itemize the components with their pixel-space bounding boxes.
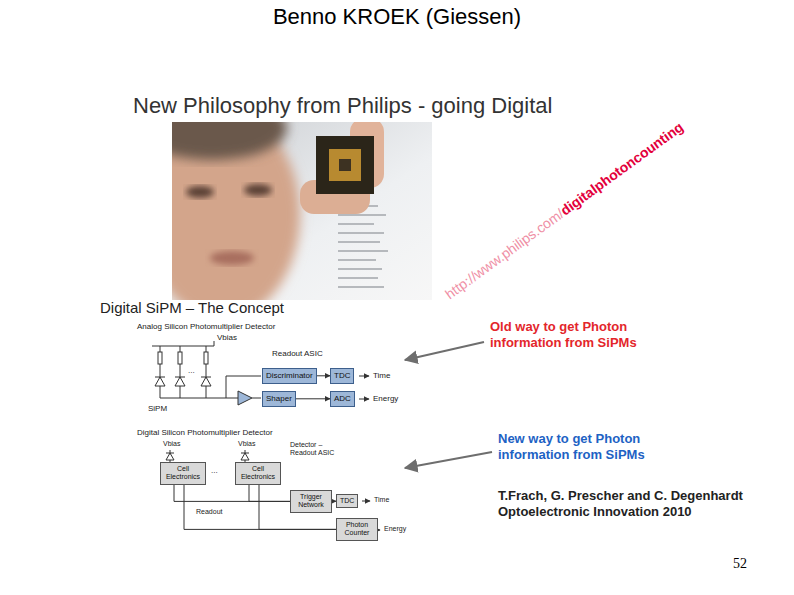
output-arrow xyxy=(359,399,369,400)
diode-symbol xyxy=(155,377,165,386)
ellipsis: ... xyxy=(211,466,218,476)
box-text: Cell Electronics xyxy=(164,465,202,482)
resistor-symbol xyxy=(178,352,182,364)
output-arrow xyxy=(362,501,370,502)
diode-symbol xyxy=(166,453,174,460)
connector xyxy=(249,485,290,502)
diode-bar xyxy=(166,453,174,454)
process-box: Trigger Network xyxy=(290,490,332,513)
callout-note: New way to get Photon information from S… xyxy=(498,431,676,462)
part-name: SiPM xyxy=(148,404,167,414)
amplifier-output xyxy=(252,398,261,399)
signal-name: Readout xyxy=(196,508,222,516)
diode-symbol xyxy=(201,377,211,386)
diode-bar xyxy=(175,377,185,378)
watermark-url: digitalphotoncounting xyxy=(557,119,686,219)
cell-box: Cell Electronics xyxy=(235,462,281,485)
box-text: TDC xyxy=(334,371,350,381)
signal-name: Vbias xyxy=(217,333,237,343)
diagram-title: Digital Silicon Photomultiplier Detector xyxy=(137,428,273,438)
signal-name: Time xyxy=(374,496,389,504)
amplifier-symbol xyxy=(238,391,252,405)
ellipsis: ... xyxy=(188,366,195,376)
process-box: TDC xyxy=(330,368,354,384)
diode-bar xyxy=(201,377,211,378)
mouth xyxy=(210,251,254,265)
connector xyxy=(317,375,330,376)
callout-note: Old way to get Photon information from S… xyxy=(490,319,668,350)
connector xyxy=(184,485,336,530)
photo xyxy=(172,122,432,300)
callout-arrow xyxy=(405,452,492,468)
diode-symbol xyxy=(241,453,249,460)
callout-arrow xyxy=(405,342,484,360)
signal-name: Energy xyxy=(384,525,406,533)
hair xyxy=(172,122,287,160)
process-box: Shaper xyxy=(262,391,296,407)
discriminator-input xyxy=(226,376,261,398)
diagram-title: Analog Silicon Photomultiplier Detector xyxy=(137,322,275,332)
process-box: Photon Counter xyxy=(336,518,378,541)
watermark-url: http://www.philips.com/ xyxy=(442,206,567,303)
resistor-symbol xyxy=(158,352,162,364)
signal-name: Vbias xyxy=(163,440,181,448)
process-box: Discriminator xyxy=(262,368,317,384)
box-text: Trigger Network xyxy=(294,493,328,510)
block-name: Detector – Readout ASIC xyxy=(290,441,350,458)
reference-note: T.Frach, G. Prescher and C. Degenhardt O… xyxy=(498,488,766,519)
signal-name: Vbias xyxy=(238,440,256,448)
eye xyxy=(186,186,214,198)
box-text: Shaper xyxy=(266,394,292,404)
signal-name: Time xyxy=(373,371,390,381)
slide-heading: New Philosophy from Philips - going Digi… xyxy=(133,93,552,119)
connector xyxy=(296,398,330,399)
box-text: Discriminator xyxy=(266,371,313,381)
block-name: Readout ASIC xyxy=(272,349,323,359)
box-text: TDC xyxy=(340,497,354,505)
slide-title: Benno KROEK (Giessen) xyxy=(0,4,794,30)
box-text: Photon Counter xyxy=(340,521,374,538)
box-text: ADC xyxy=(334,394,351,404)
process-box: TDC xyxy=(336,494,358,508)
diode-bar xyxy=(155,377,165,378)
watermark: http://www.philips.com/digitalphotoncoun… xyxy=(442,119,687,303)
cell-box: Cell Electronics xyxy=(160,462,206,485)
diode-bar xyxy=(241,453,249,454)
analog-schematic xyxy=(152,341,369,405)
bias-rail xyxy=(152,346,214,347)
chip-package xyxy=(316,136,374,194)
page-number: 52 xyxy=(733,556,747,573)
process-box: ADC xyxy=(330,391,355,407)
chip-frame xyxy=(329,149,361,181)
code-texture xyxy=(338,205,388,288)
connector xyxy=(174,485,290,502)
signal-name: Energy xyxy=(373,394,398,404)
chip-die xyxy=(339,159,351,171)
diode-symbol xyxy=(175,377,185,386)
connector xyxy=(259,485,336,530)
eye xyxy=(244,184,272,196)
section-heading: Digital SiPM – The Concept xyxy=(100,299,284,317)
output-arrow xyxy=(359,376,369,377)
box-text: Cell Electronics xyxy=(239,465,277,482)
bias-wire xyxy=(214,341,215,346)
resistor-symbol xyxy=(204,352,208,364)
